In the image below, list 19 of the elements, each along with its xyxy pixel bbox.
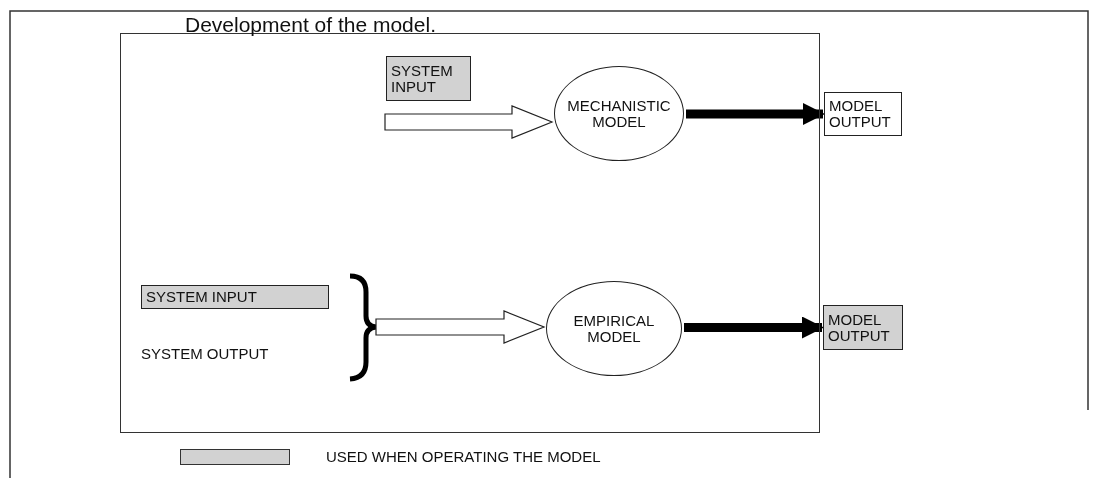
hollow-arrow bbox=[384, 105, 554, 139]
hollow-arrow bbox=[375, 310, 546, 344]
node-label: EMPIRICAL MODEL bbox=[572, 312, 656, 345]
node-label: MECHANISTIC MODEL bbox=[566, 97, 672, 130]
diagram-title: Development of the model. bbox=[185, 13, 436, 37]
shaded-box bbox=[386, 56, 471, 101]
shaded-box bbox=[141, 285, 329, 309]
shaded-box bbox=[823, 305, 903, 350]
output-box bbox=[824, 92, 902, 136]
model-ellipse bbox=[554, 66, 684, 161]
node-label: MODEL OUTPUT bbox=[828, 311, 891, 344]
legend-label: USED WHEN OPERATING THE MODEL bbox=[326, 448, 601, 465]
thick-arrow bbox=[684, 316, 824, 339]
node-label: SYSTEM OUTPUT bbox=[141, 346, 269, 362]
node-label: SYSTEM INPUT bbox=[146, 289, 257, 305]
model-ellipse bbox=[546, 281, 682, 376]
thick-arrow bbox=[686, 103, 825, 125]
node-label: MODEL OUTPUT bbox=[829, 98, 892, 130]
node-label: SYSTEM INPUT bbox=[391, 62, 454, 95]
